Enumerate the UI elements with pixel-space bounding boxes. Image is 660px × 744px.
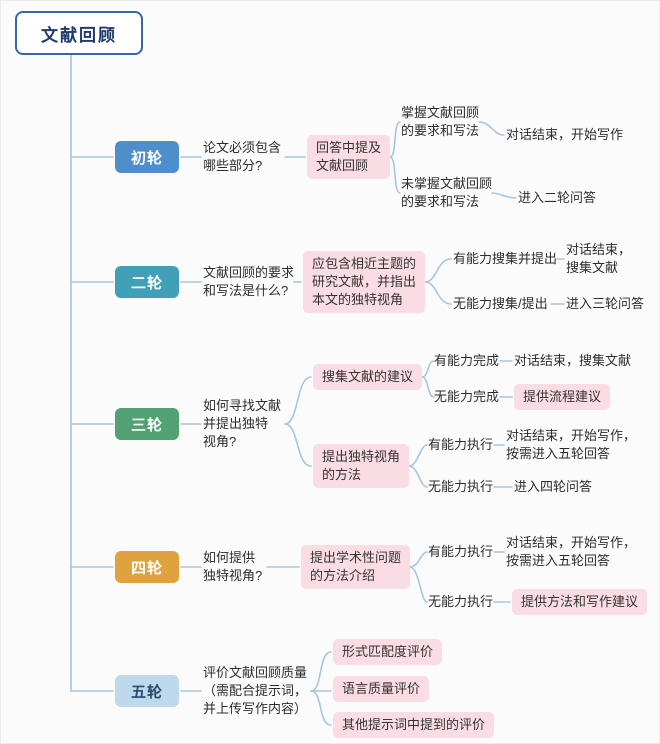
round3-topic2-outcome1-condition: 有能力执行 [428, 437, 494, 452]
round5-evaluation3: 其他提示词中提到的评价 [333, 712, 495, 738]
round2-outcome2-condition: 无能力搜集/提出 [453, 296, 548, 311]
round4-answer: 提出学术性问题 的方法介绍 [301, 545, 411, 589]
round4-outcome2-result: 提供方法和写作建议 [512, 589, 648, 615]
round4-outcome2-condition: 无能力执行 [428, 594, 494, 609]
round4-node: 四轮 [115, 551, 179, 583]
round1-outcome2-condition: 未掌握文献回顾 的要求和写法 [401, 176, 493, 209]
round3-topic2-answer: 提出独特视角 的方法 [313, 444, 410, 488]
round3-node: 三轮 [115, 408, 179, 440]
round2-outcome1-result: 对话结束， 搜集文献 [566, 242, 632, 275]
round4-question: 如何提供 独特视角? [203, 550, 263, 583]
round1-node: 初轮 [115, 141, 179, 173]
round5-evaluation1: 形式匹配度评价 [333, 639, 443, 665]
round2-outcome2-result: 进入三轮问答 [566, 296, 645, 311]
round5-node: 五轮 [115, 675, 179, 707]
round5-question: 评价文献回顾质量 （需配合提示词， 并上传写作内容） [203, 665, 308, 716]
round1-answer: 回答中提及 文献回顾 [307, 135, 391, 179]
round2-question: 文献回顾的要求 和写法是什么? [203, 265, 295, 298]
round5-evaluation2: 语言质量评价 [333, 676, 430, 702]
round2-node: 二轮 [115, 266, 179, 298]
round2-answer: 应包含相近主题的 研究文献，并指出 本文的独特视角 [303, 251, 426, 313]
round1-outcome1-result: 对话结束，开始写作 [506, 127, 624, 142]
round3-topic1-outcome2-condition: 无能力完成 [434, 389, 500, 404]
round4-outcome1-result: 对话结束，开始写作， 按需进入五轮回答 [506, 535, 637, 568]
root-node: 文献回顾 [15, 11, 143, 55]
round3-question: 如何寻找文献 并提出独特 视角? [203, 398, 282, 449]
round3-topic1-outcome1-result: 对话结束，搜集文献 [514, 353, 632, 368]
round1-outcome2-result: 进入二轮问答 [518, 190, 597, 205]
round2-outcome1-condition: 有能力搜集并提出 [453, 251, 558, 266]
round1-question: 论文必须包含 哪些部分? [203, 140, 282, 173]
round3-topic2-outcome2-result: 进入四轮问答 [514, 479, 593, 494]
round3-topic2-outcome1-result: 对话结束，开始写作， 按需进入五轮回答 [506, 428, 637, 461]
round3-topic1-answer: 搜集文献的建议 [313, 364, 423, 390]
round4-outcome1-condition: 有能力执行 [428, 544, 494, 559]
round1-outcome1-condition: 掌握文献回顾 的要求和写法 [401, 105, 480, 138]
round3-topic1-outcome1-condition: 有能力完成 [434, 353, 500, 368]
round3-topic2-outcome2-condition: 无能力执行 [428, 479, 494, 494]
round3-topic1-outcome2-result: 提供流程建议 [514, 384, 611, 410]
